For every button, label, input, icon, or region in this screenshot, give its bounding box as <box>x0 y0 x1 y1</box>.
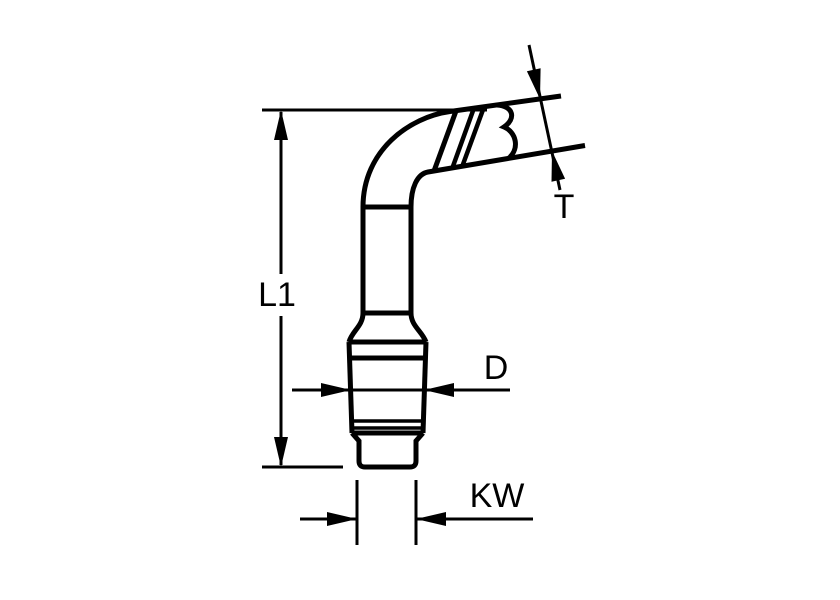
bend-inner-curve <box>408 143 586 208</box>
kw-arrow-right <box>416 512 446 526</box>
dimension-l1 <box>262 108 487 469</box>
head-tip-profile <box>494 102 518 161</box>
drive-outline <box>350 431 425 470</box>
head-joint-line <box>431 110 459 172</box>
t-label: T <box>554 188 575 226</box>
dimension-d <box>292 383 510 397</box>
flare-right <box>408 312 429 344</box>
tool-outline <box>346 93 586 470</box>
t-arrow-lower <box>551 151 566 182</box>
body-right-wall <box>420 341 429 434</box>
d-arrow-right <box>424 383 454 397</box>
dimension-kw <box>300 480 533 545</box>
dimension-t <box>526 44 566 191</box>
flare-left <box>346 312 366 343</box>
t-arrow-upper <box>526 68 541 99</box>
d-label: D <box>484 349 509 387</box>
body-left-wall <box>346 341 355 434</box>
kw-label: KW <box>470 477 525 515</box>
l1-arrow-up <box>274 110 288 140</box>
d-arrow-left <box>321 383 351 397</box>
kw-arrow-left <box>327 512 357 526</box>
bend-outer-curve <box>360 93 562 208</box>
l1-label: L1 <box>258 276 296 314</box>
head-ring-line-1 <box>449 107 477 170</box>
head-ring-line-2 <box>459 106 487 168</box>
l1-arrow-down <box>274 437 288 467</box>
